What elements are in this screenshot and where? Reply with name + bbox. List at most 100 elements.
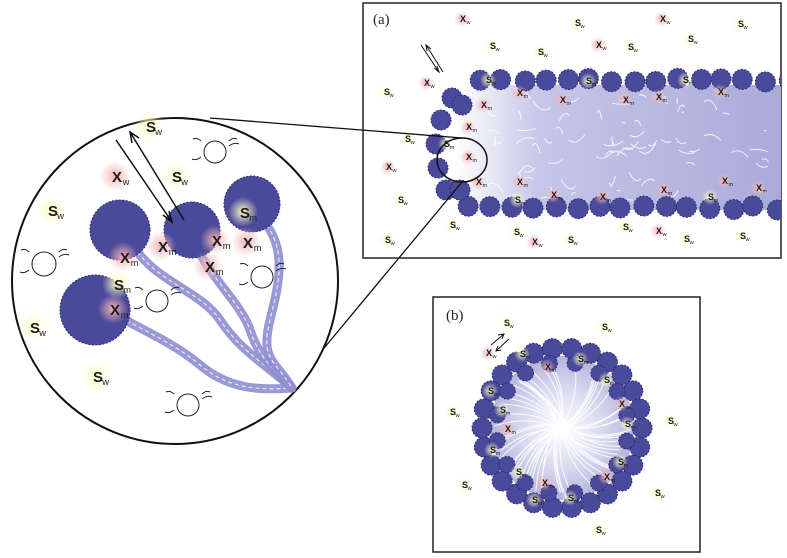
solute-phase: m [592,82,597,88]
solute-letter: S [462,480,468,490]
tail-strand [532,371,566,427]
solute-letter: X [656,226,662,236]
s-glow [590,522,606,538]
surfactant-head [489,69,511,91]
tail-strand [555,430,567,498]
surfactant-head [557,69,579,91]
tail-strand [557,428,618,455]
surfactant-head [567,198,589,220]
solute-phase: m [538,501,543,507]
solute-letter: S [683,75,689,85]
solute-phase: m [223,241,231,251]
tail-strand [568,133,586,143]
solute-letter: S [504,318,510,328]
surfactant-head [618,432,636,450]
panel-a-label: (a) [373,12,390,28]
s-glow [619,416,635,432]
solute-letter: S [488,386,494,396]
solute-phase: w [56,211,64,221]
tail-strand [486,182,504,193]
solute-letter: S [516,467,522,477]
water-wave [20,248,30,253]
s-glow [678,231,694,247]
solute-phase: m [566,101,571,107]
water-wave [228,137,238,142]
surfactant-head [624,71,646,93]
solute-letter: S [385,235,391,245]
tail-strand [486,111,496,117]
surfactant-head [449,179,471,201]
solute-phase: w [573,241,579,247]
solute-phase: m [714,198,719,204]
solute-letter: S [623,222,629,232]
water-circle [176,393,200,417]
solute-letter: X [619,399,625,409]
solute-phase: w [390,241,396,247]
solute-letter: X [600,192,606,202]
water-circle [203,140,227,164]
s-glow [484,38,500,54]
x-glow [454,11,470,27]
surfactant-head [731,68,753,90]
surfactant-head [675,196,697,218]
surfactant-head [451,94,473,116]
solute-phase: m [169,247,177,257]
solute-letter: S [578,354,584,364]
water-wave [201,390,211,395]
tail-strand [558,113,570,122]
solute-phase: m [762,189,767,195]
x-glow [460,149,476,165]
solute-letter: S [568,235,574,245]
surfactant-head [754,71,776,93]
solute-letter: X [505,424,511,434]
surfactant-head [691,68,713,90]
s-glow [526,492,542,508]
x-glow [460,119,476,135]
tail-strand [565,407,623,431]
s-glow [378,84,394,100]
surfactant-head [633,195,655,217]
solute-letter: S [532,495,538,505]
exchange-arrows-zoom [115,130,185,224]
tail-strand [518,110,522,120]
s-glow [480,72,496,88]
s-glow [509,192,525,208]
surfactant-head [430,109,452,131]
surfactant-head [622,380,644,402]
tail-strand [647,139,658,147]
solute-letter: S [398,195,404,205]
s-glow [562,232,578,248]
x-glow [380,159,396,175]
x-glow [655,182,671,198]
tail-strand [611,136,614,146]
solute-phase: w [495,47,501,53]
solute-letter: S [30,320,40,337]
water-wave [192,137,202,142]
tail-strand [517,127,537,131]
solute-phase: m [216,267,224,277]
solute-phase: m [551,368,556,374]
surfactant-head [480,454,502,476]
solute-letter: X [460,14,466,24]
s-glow [508,224,524,240]
solute-letter: S [738,19,744,29]
solute-letter: X [205,259,215,276]
s-glow [702,189,718,205]
